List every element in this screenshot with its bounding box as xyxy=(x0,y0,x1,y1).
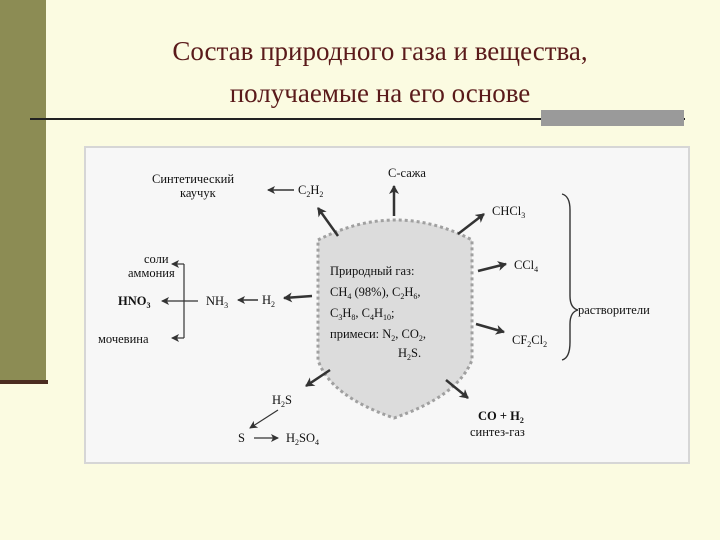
synthetic-rubber-line-2: каучук xyxy=(180,186,217,200)
slide-title: Состав природного газа и вещества, получ… xyxy=(60,30,700,114)
arrow-to-hydrogen xyxy=(283,292,313,303)
ammonium-salts-line-1: соли xyxy=(144,252,169,266)
arrow-to-acetylene xyxy=(316,207,340,237)
carbon-black-label: C-сажа xyxy=(388,166,426,180)
center-line-1: Природный газ: xyxy=(330,264,414,278)
chloroform-formula: CHCl3 xyxy=(492,204,525,220)
arrow-to-chcl3 xyxy=(457,213,485,235)
ammonia-formula: NH3 xyxy=(206,294,228,310)
synthetic-rubber-line-1: Синтетический xyxy=(152,172,234,186)
natural-gas-shield xyxy=(316,218,474,420)
solvents-label: растворители xyxy=(578,303,650,317)
left-accent-bar xyxy=(0,0,46,384)
arrow-h2s-to-sulfur xyxy=(249,409,279,429)
nitric-acid-formula: HNO3 xyxy=(118,294,150,310)
urea-label: мочевина xyxy=(98,332,149,346)
title-underline xyxy=(30,118,685,120)
arrow-to-syngas xyxy=(445,379,469,399)
sulfur-label: S xyxy=(238,431,245,445)
title-accent-block xyxy=(541,110,684,126)
arrow-to-hydrogen-sulfide xyxy=(305,368,331,388)
solvents-brace xyxy=(561,193,579,361)
hydrogen-sulfide-formula: H2S xyxy=(272,393,292,409)
diagram-figure: Природный газ: CH4 (98%), C2H6, C3H8, C4… xyxy=(84,146,690,464)
arrow-to-cf2cl2 xyxy=(475,322,505,335)
center-line-2: CH4 (98%), C2H6, xyxy=(330,285,420,301)
center-line-3: C3H8, C4H10; xyxy=(330,306,394,322)
acetylene-formula: C2H2 xyxy=(298,183,323,199)
arrow-to-ccl4 xyxy=(477,261,507,273)
hydrogen-formula: H2 xyxy=(262,293,275,309)
slide-title-line-2: получаемые на его основе xyxy=(229,78,531,108)
slide-title-line-1: Состав природного газа и вещества, xyxy=(172,36,588,66)
diagram-canvas: Природный газ: CH4 (98%), C2H6, C3H8, C4… xyxy=(98,166,650,447)
sulfuric-acid-formula: H2SO4 xyxy=(286,431,319,447)
syngas-formula: CO + H2 xyxy=(478,409,524,425)
center-line-5: H2S. xyxy=(398,346,421,362)
left-accent-line xyxy=(0,380,48,384)
freon-formula: CF2Cl2 xyxy=(512,333,547,349)
syngas-label: синтез-газ xyxy=(470,425,525,439)
ammonium-salts-line-2: аммония xyxy=(128,266,175,280)
center-line-4: примеси: N2, CO2, xyxy=(330,327,426,343)
carbon-tetrachloride-formula: CCl4 xyxy=(514,258,538,274)
